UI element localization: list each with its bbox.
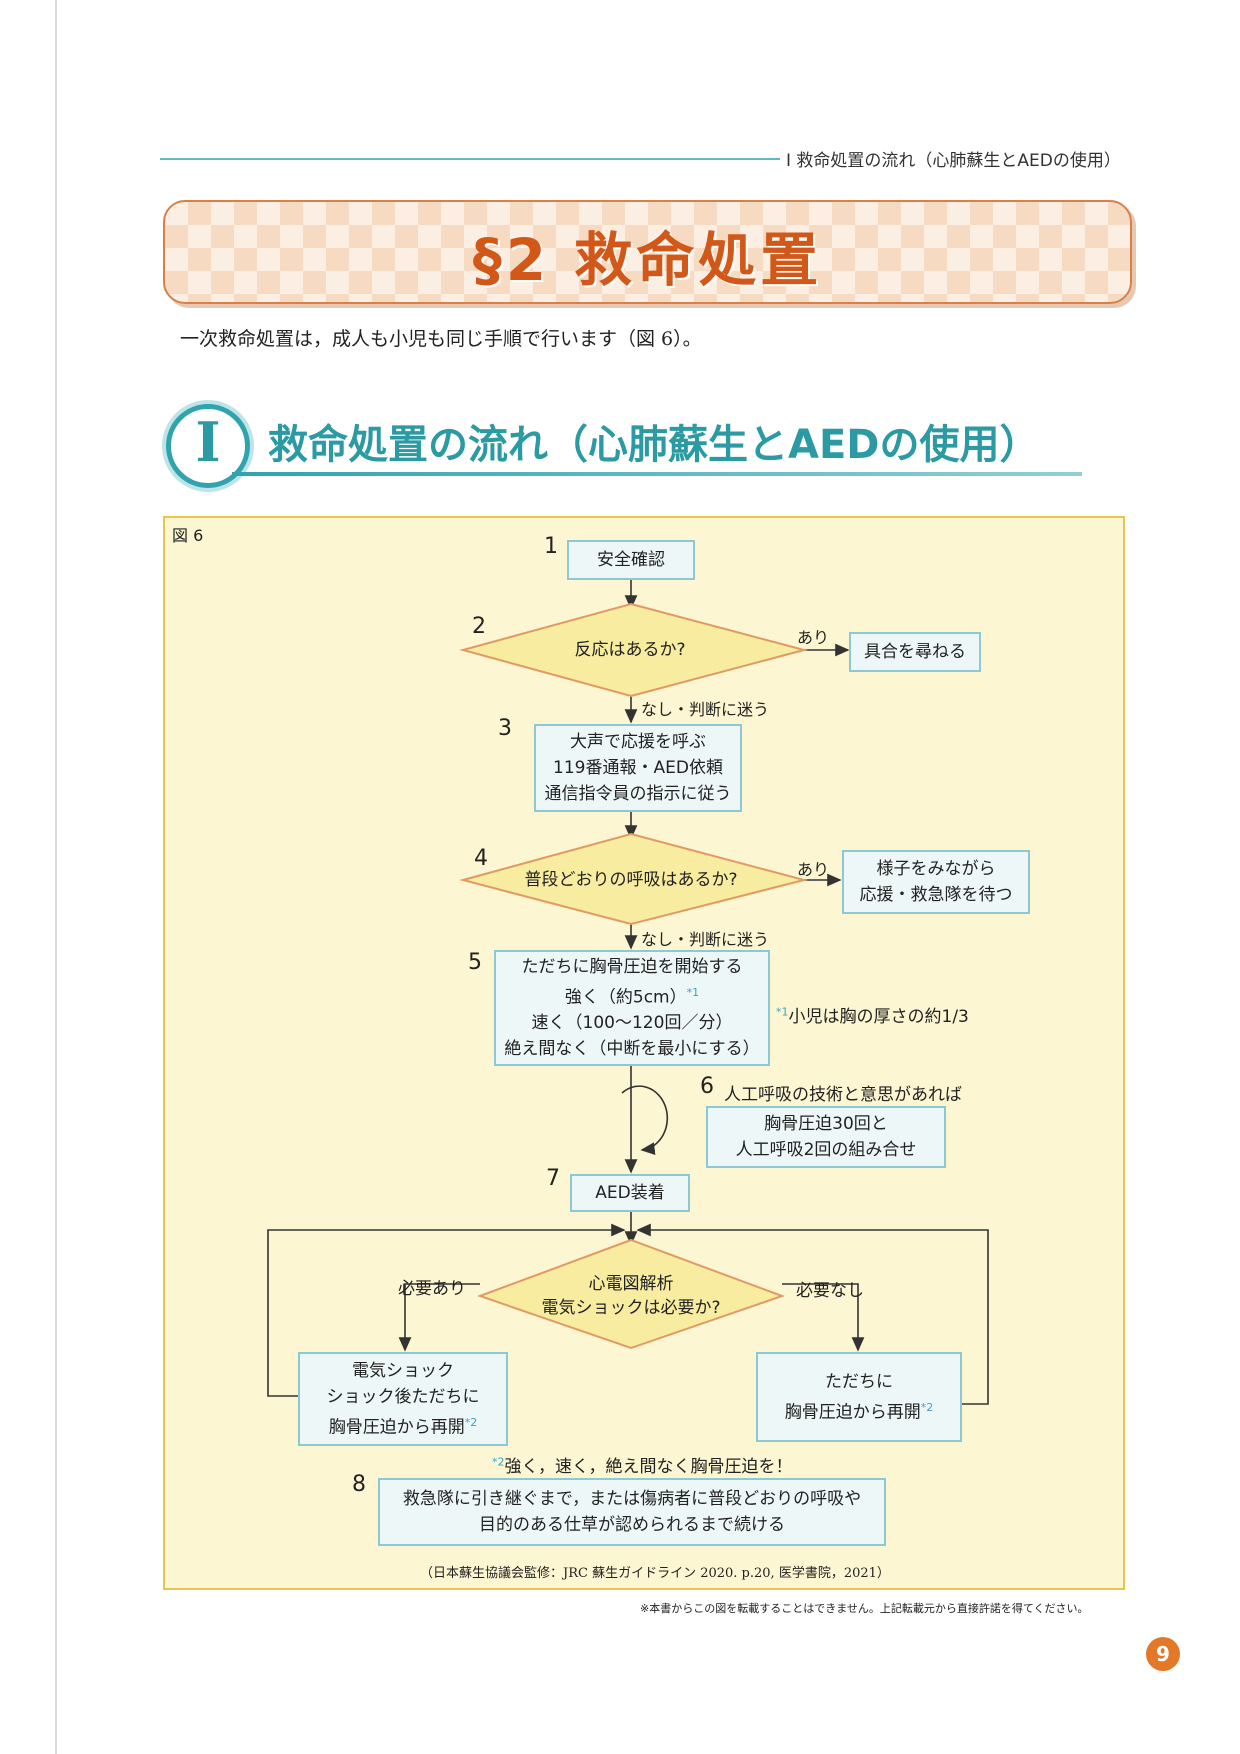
- noshock-mark: *2: [920, 1400, 934, 1414]
- section-number-badge: [166, 404, 250, 488]
- binding-edge: [55, 0, 57, 1754]
- footnote-2-mark: *2: [492, 1455, 505, 1469]
- ecg-no-label: 必要なし: [796, 1281, 864, 1301]
- chapter-title: §2 救命処置: [472, 226, 823, 294]
- figure-label: 図 6: [172, 526, 204, 545]
- step-5-number: 5: [468, 950, 482, 975]
- page-number: 9: [1146, 1637, 1180, 1671]
- step-5-box: ただちに胸骨圧迫を開始する 強く（約5cm）*1 速く（100～120回／分） …: [494, 950, 770, 1066]
- decision-ecg-diamond: [477, 1238, 785, 1350]
- step-4-yes-line-2: 応援・救急隊を待つ: [859, 885, 1013, 905]
- step-8-line-2: 目的のある仕草が認められるまで続ける: [479, 1515, 785, 1535]
- step-3-line-1: 大声で応援を呼ぶ: [570, 732, 706, 752]
- step-4-yes-line-1: 様子をみながら: [876, 859, 996, 879]
- header-rule: [160, 158, 780, 160]
- copyright-note: ※本書からこの図を転載することはできません。上記転載元から直接許諾を得てください…: [640, 1602, 1089, 1615]
- arrow-noshock: [782, 1283, 865, 1352]
- step-6-number: 6: [700, 1074, 714, 1099]
- ecg-line-1: 心電図解析: [588, 1274, 674, 1294]
- ecg-yes-label: 必要あり: [398, 1279, 466, 1299]
- step-5-footnote: *1小児は胸の厚さの約1/3: [776, 1002, 969, 1027]
- step-5-footnote-mark: *1: [686, 985, 700, 999]
- shock-line-3: 胸骨圧迫から再開: [328, 1417, 465, 1438]
- footnote-1-mark: *1: [776, 1005, 789, 1019]
- step-7-number: 7: [546, 1166, 560, 1191]
- step-6-condition: 人工呼吸の技術と意思があれば: [724, 1085, 962, 1105]
- chapter-title-banner: [163, 200, 1132, 304]
- shock-box: 電気ショック ショック後ただちに 胸骨圧迫から再開*2: [298, 1352, 508, 1446]
- step-5-line-1: ただちに胸骨圧迫を開始する: [521, 956, 743, 977]
- figure-citation: （日本蘇生協議会監修：JRC 蘇生ガイドライン 2020. p.20, 医学書院…: [420, 1566, 890, 1581]
- loop-shock: [267, 1223, 626, 1397]
- section-number: Ⅰ: [195, 410, 221, 474]
- cycle-arrow: [621, 1085, 669, 1155]
- step-3-number: 3: [498, 716, 512, 741]
- step-2-no-label: なし・判断に迷う: [641, 700, 770, 719]
- section-underline: [232, 472, 1082, 476]
- step-7-box: AED装着: [570, 1174, 690, 1212]
- ecg-analysis-text: 心電図解析 電気ショックは必要か?: [531, 1272, 731, 1320]
- step-2-number: 2: [472, 614, 486, 639]
- step-6-line-2: 人工呼吸2回の組み合せ: [735, 1140, 917, 1160]
- noshock-line-2-wrap: 胸骨圧迫から再開*2: [785, 1395, 934, 1426]
- step-5-line-2-wrap: 強く（約5cm）*1: [565, 980, 699, 1011]
- step-1-box: 安全確認: [567, 540, 695, 580]
- step-2-yes-text: 具合を尋ねる: [864, 642, 966, 662]
- step-5-line-4: 絶え間なく（中断を最小にする）: [504, 1039, 760, 1060]
- step-5-line-3: 速く（100～120回／分）: [531, 1013, 733, 1034]
- footnote-2: *2強く，速く，絶え間なく胸骨圧迫を！: [492, 1452, 792, 1477]
- step-2-yes-box: 具合を尋ねる: [849, 632, 981, 672]
- step-4-number: 4: [474, 846, 488, 871]
- decision-response-diamond: [459, 602, 808, 698]
- loop-noshock: [636, 1223, 989, 1405]
- shock-line-1: 電気ショック: [352, 1360, 454, 1381]
- footnote-2-text: 強く，速く，絶え間なく胸骨圧迫を！: [504, 1457, 793, 1477]
- shock-line-3-wrap: 胸骨圧迫から再開*2: [329, 1410, 478, 1441]
- step-1-text: 安全確認: [597, 550, 665, 570]
- step-5-line-2: 強く（約5cm）: [564, 987, 687, 1008]
- step-2-question: 反応はあるか?: [574, 640, 686, 660]
- running-header: Ⅰ 救命処置の流れ（心肺蘇生とAEDの使用）: [786, 151, 1121, 171]
- shock-line-2: ショック後ただちに: [326, 1386, 480, 1407]
- step-1-number: 1: [544, 534, 558, 559]
- footnote-1-text: 小児は胸の厚さの約1/3: [788, 1007, 969, 1027]
- step-3-box: 大声で応援を呼ぶ 119番通報・AED依頼 通信指令員の指示に従う: [534, 724, 742, 812]
- decision-breathing-diamond: [459, 832, 808, 926]
- ecg-line-2: 電気ショックは必要か?: [541, 1298, 721, 1318]
- step-7-text: AED装着: [595, 1183, 665, 1203]
- step-8-number: 8: [352, 1472, 366, 1497]
- step-6-line-1: 胸骨圧迫30回と: [764, 1114, 888, 1134]
- section-title: 救命処置の流れ（心肺蘇生とAEDの使用）: [268, 422, 1040, 468]
- step-6-box: 胸骨圧迫30回と 人工呼吸2回の組み合せ: [706, 1106, 946, 1168]
- noshock-box: ただちに 胸骨圧迫から再開*2: [756, 1352, 962, 1442]
- step-2-yes-label: あり: [797, 628, 830, 647]
- step-4-question: 普段どおりの呼吸はあるか?: [524, 870, 738, 890]
- shock-mark: *2: [464, 1415, 478, 1429]
- step-4-no-label: なし・判断に迷う: [641, 930, 770, 949]
- arrow-shock: [398, 1283, 480, 1352]
- step-3-line-2: 119番通報・AED依頼: [553, 758, 723, 778]
- step-3-line-3: 通信指令員の指示に従う: [544, 784, 732, 804]
- step-4-yes-label: あり: [797, 860, 830, 879]
- noshock-line-2: 胸骨圧迫から再開: [784, 1402, 921, 1423]
- step-8-box: 救急隊に引き継ぐまで，または傷病者に普段どおりの呼吸や 目的のある仕草が認められ…: [378, 1478, 886, 1546]
- noshock-line-1: ただちに: [825, 1371, 893, 1392]
- step-4-yes-box: 様子をみながら 応援・救急隊を待つ: [842, 850, 1030, 914]
- intro-text: 一次救命処置は，成人も小児も同じ手順で行います（図 6）。: [180, 328, 702, 350]
- step-8-line-1: 救急隊に引き継ぐまで，または傷病者に普段どおりの呼吸や: [402, 1489, 862, 1509]
